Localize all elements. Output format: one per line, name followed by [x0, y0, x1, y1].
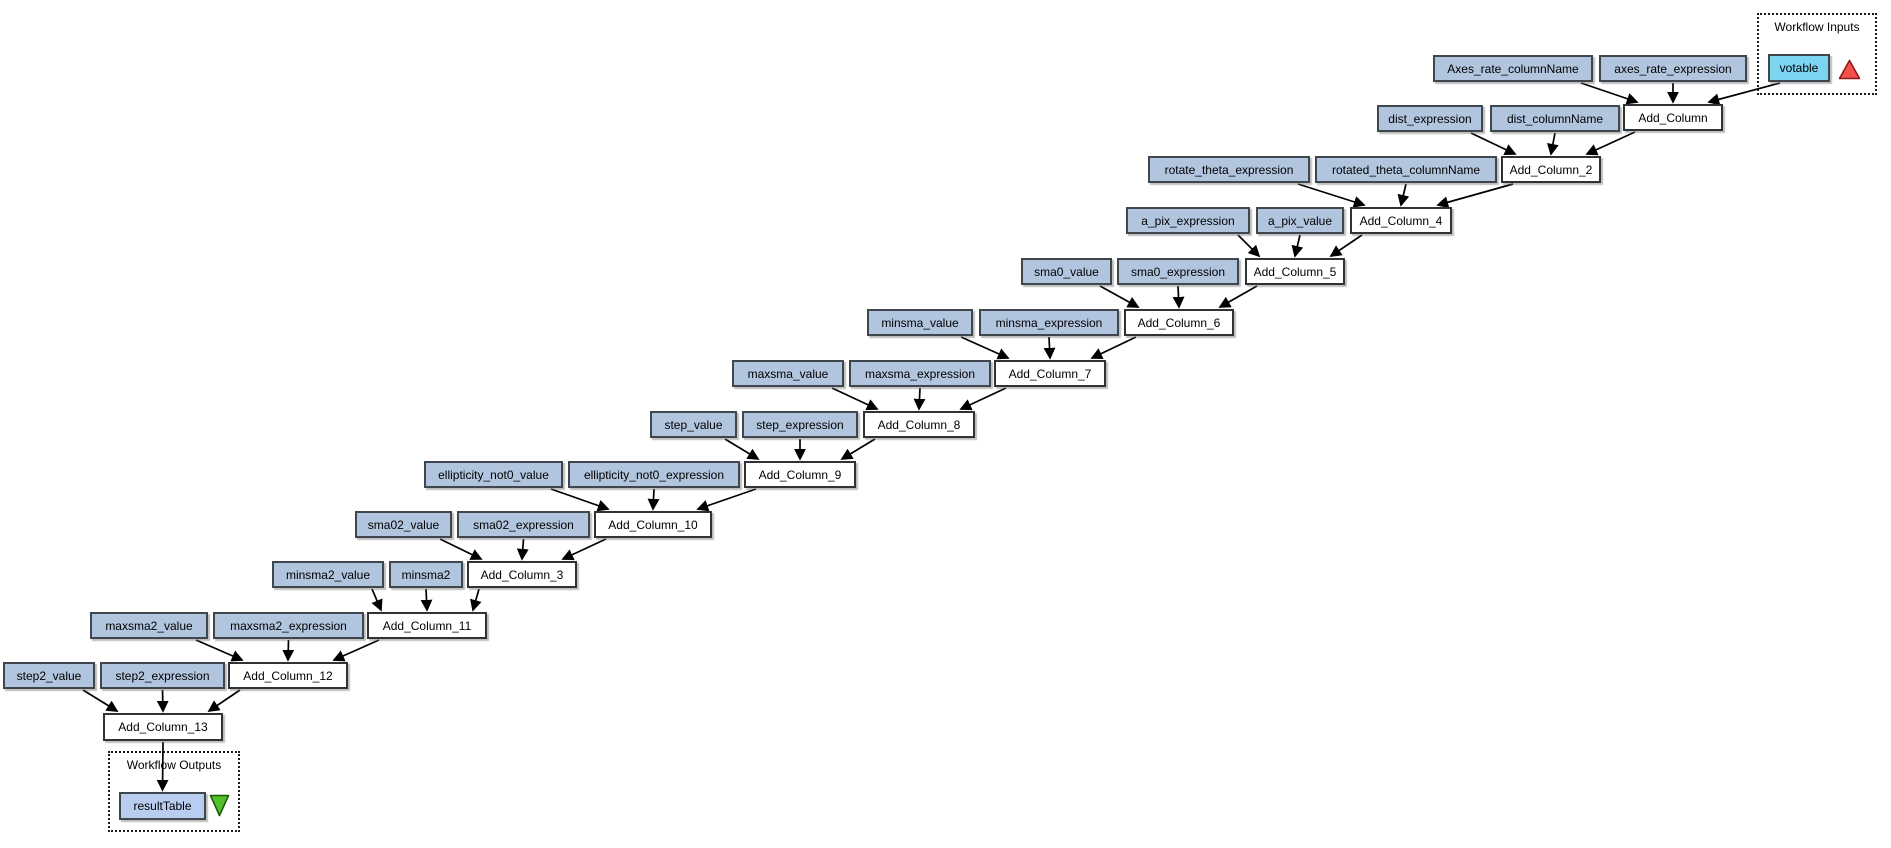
workflow-outputs-group — [108, 751, 240, 832]
param-dist-columnname[interactable]: dist_columnName — [1490, 105, 1620, 132]
param-sma02-value[interactable]: sma02_value — [355, 511, 452, 538]
processor-add-column-11[interactable]: Add_Column_11 — [367, 612, 487, 639]
processor-add-column-2[interactable]: Add_Column_2 — [1501, 156, 1601, 183]
processor-add-column-7[interactable]: Add_Column_7 — [994, 360, 1106, 387]
param-step-expression[interactable]: step_expression — [742, 411, 858, 438]
param-step2-value[interactable]: step2_value — [3, 662, 95, 689]
processor-add-column-4[interactable]: Add_Column_4 — [1350, 207, 1452, 234]
workflow-inputs-title: Workflow Inputs — [1774, 20, 1860, 34]
workflow-inputs-group — [1757, 13, 1877, 95]
param-minsma2[interactable]: minsma2 — [389, 561, 463, 588]
param-sma0-expression[interactable]: sma0_expression — [1117, 258, 1239, 285]
processor-add-column-6[interactable]: Add_Column_6 — [1124, 309, 1234, 336]
param-ellipticity-not0-value[interactable]: ellipticity_not0_value — [424, 461, 563, 488]
workflow-output-port-icon — [209, 794, 230, 817]
processor-add-column-10[interactable]: Add_Column_10 — [594, 511, 712, 538]
param-axes-rate-columnname[interactable]: Axes_rate_columnName — [1433, 55, 1593, 82]
processor-add-column-8[interactable]: Add_Column_8 — [863, 411, 975, 438]
param-minsma-value[interactable]: minsma_value — [867, 309, 973, 336]
processor-add-column-12[interactable]: Add_Column_12 — [228, 662, 348, 689]
param-minsma2-value[interactable]: minsma2_value — [272, 561, 384, 588]
param-a-pix-value[interactable]: a_pix_value — [1256, 207, 1344, 234]
workflow-outputs-title: Workflow Outputs — [126, 758, 222, 772]
processor-add-column-9[interactable]: Add_Column_9 — [744, 461, 856, 488]
param-maxsma2-value[interactable]: maxsma2_value — [90, 612, 208, 639]
param-step-value[interactable]: step_value — [650, 411, 737, 438]
processor-add-column-3[interactable]: Add_Column_3 — [467, 561, 577, 588]
param-rotate-theta-expression[interactable]: rotate_theta_expression — [1148, 156, 1310, 183]
workflow-input-port-icon — [1838, 59, 1861, 80]
workflow-input-votable[interactable]: votable — [1768, 54, 1830, 82]
param-maxsma-value[interactable]: maxsma_value — [732, 360, 844, 387]
param-maxsma-expression[interactable]: maxsma_expression — [849, 360, 991, 387]
workflow-output-resulttable[interactable]: resultTable — [119, 792, 206, 820]
param-minsma-expression[interactable]: minsma_expression — [979, 309, 1119, 336]
param-ellipticity-not0-expression[interactable]: ellipticity_not0_expression — [568, 461, 740, 488]
param-sma02-expression[interactable]: sma02_expression — [457, 511, 590, 538]
param-sma0-value[interactable]: sma0_value — [1021, 258, 1112, 285]
processor-add-column[interactable]: Add_Column — [1623, 104, 1723, 131]
param-rotated-theta-columnname[interactable]: rotated_theta_columnName — [1315, 156, 1497, 183]
param-step2-expression[interactable]: step2_expression — [100, 662, 225, 689]
param-axes-rate-expression[interactable]: axes_rate_expression — [1599, 55, 1747, 82]
processor-add-column-13[interactable]: Add_Column_13 — [103, 713, 223, 741]
param-a-pix-expression[interactable]: a_pix_expression — [1126, 207, 1250, 234]
processor-add-column-5[interactable]: Add_Column_5 — [1245, 258, 1345, 285]
param-dist-expression[interactable]: dist_expression — [1377, 105, 1483, 132]
param-maxsma2-expression[interactable]: maxsma2_expression — [213, 612, 364, 639]
